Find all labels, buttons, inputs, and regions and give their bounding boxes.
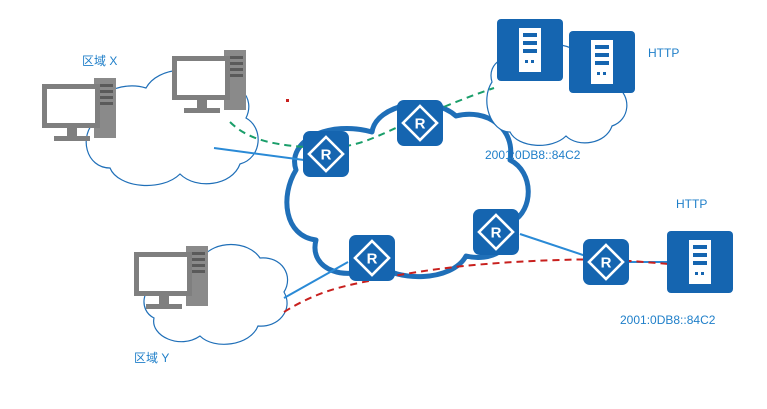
right-server-address: 2001:0DB8::84C2 xyxy=(620,313,716,327)
stray-mark xyxy=(286,99,289,102)
top-server-address: 2001:0DB8::84C2 xyxy=(485,148,581,162)
right-http-label: HTTP xyxy=(676,197,708,211)
zone-x-label: 区域 X xyxy=(82,54,118,68)
top-http-label: HTTP xyxy=(648,46,680,60)
router-icon xyxy=(301,129,351,179)
zone-y-label: 区域 Y xyxy=(134,351,170,365)
pc-icon xyxy=(42,78,116,141)
router-icon xyxy=(471,207,521,257)
link-router-to-router-right xyxy=(519,233,587,257)
link-zone-y-to-router xyxy=(283,261,349,299)
server-icon xyxy=(497,19,563,81)
router-icon xyxy=(581,237,631,287)
router-icon xyxy=(347,233,397,283)
server-icon xyxy=(667,231,733,293)
link-zone-x-to-router xyxy=(213,147,305,161)
server-icon xyxy=(569,31,635,93)
router-icon xyxy=(395,98,445,148)
green-path xyxy=(229,87,495,150)
